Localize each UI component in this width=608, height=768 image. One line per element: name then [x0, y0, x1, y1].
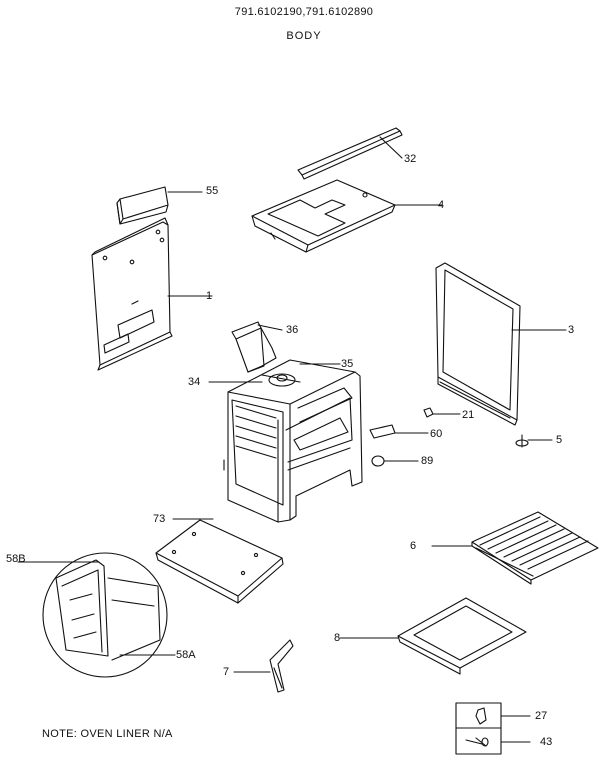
diagram-section-title: BODY	[286, 30, 322, 42]
callout-35: 35	[341, 358, 354, 370]
callout-1: 1	[206, 290, 213, 302]
callout-58A: 58A	[176, 649, 196, 661]
callout-8: 8	[334, 632, 341, 644]
part-55-bracket	[117, 187, 202, 224]
callout-55: 55	[206, 185, 219, 197]
callout-36: 36	[286, 324, 299, 336]
callout-43: 43	[540, 736, 553, 748]
part-8-broiler-pan	[340, 598, 526, 674]
callout-21: 21	[462, 409, 475, 421]
part-73-bottom-panel	[156, 519, 283, 603]
callout-89: 89	[421, 455, 434, 467]
callout-3: 3	[568, 324, 575, 336]
part-1-side-panel	[92, 218, 212, 370]
callout-73: 73	[153, 513, 166, 525]
part-6-oven-rack	[432, 512, 598, 584]
diagram-model-numbers: 791.6102190,791.6102890	[234, 6, 374, 18]
callout-27: 27	[535, 710, 548, 722]
part-34-35-burner	[209, 364, 340, 386]
callout-7: 7	[223, 666, 230, 678]
part-21-screw	[424, 408, 460, 417]
callout-34: 34	[188, 376, 201, 388]
part-4-top-panel	[252, 180, 442, 252]
callout-60: 60	[430, 428, 443, 440]
callout-4: 4	[438, 199, 445, 211]
part-60-bracket	[370, 425, 428, 438]
callout-58B: 58B	[6, 553, 26, 565]
oven-body-frame	[224, 360, 362, 522]
part-5-leveler	[516, 435, 552, 447]
part-36-burner-box	[232, 322, 282, 372]
insulation-detail-callout	[18, 553, 175, 677]
callout-5: 5	[556, 434, 563, 446]
callout-6: 6	[410, 540, 417, 552]
part-89-nut	[372, 456, 418, 466]
part-7-clip	[234, 640, 293, 692]
hardware-box	[456, 703, 530, 754]
part-3-rear-panel	[436, 263, 566, 425]
callout-32: 32	[404, 153, 417, 165]
part-32-trim-strip	[298, 128, 402, 179]
diagram-note: NOTE: OVEN LINER N/A	[42, 728, 173, 740]
